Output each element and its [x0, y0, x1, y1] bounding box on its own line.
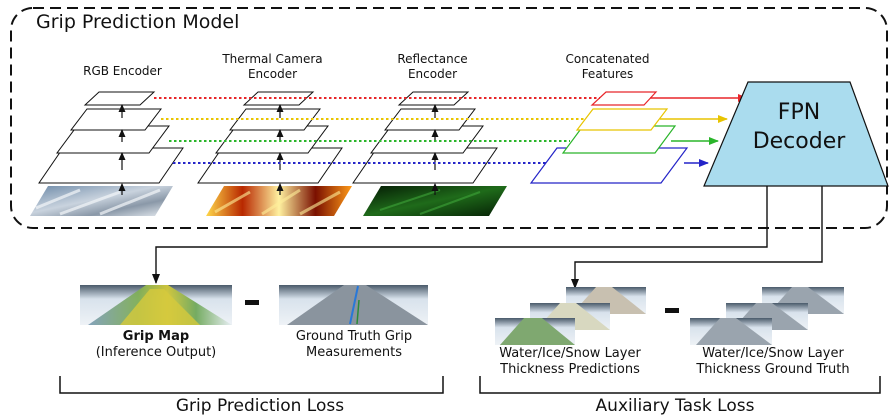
rgb-encoder-label: RGB Encoder	[60, 64, 185, 79]
minus-sign-grip	[245, 300, 259, 305]
thermal-encoder-stack	[197, 91, 352, 216]
concatenated-feature-stack	[529, 91, 689, 184]
ground-truth-grip-image	[279, 285, 428, 325]
grip-map-caption: Grip Map (Inference Output)	[66, 329, 246, 362]
reflectance-encoder-line2: Encoder	[407, 67, 458, 81]
model-boundary	[10, 7, 888, 229]
ground-truth-line1: Ground Truth Grip	[295, 329, 413, 344]
thermal-encoder-line1: Thermal Camera	[222, 52, 323, 66]
layer-ground-truth-caption: Water/Ice/Snow Layer Thickness Ground Tr…	[680, 346, 866, 379]
grip-map-subtitle: (Inference Output)	[95, 345, 217, 361]
grip-prediction-loss-label: Grip Prediction Loss	[175, 396, 345, 416]
layer-ground-truth-line2: Thickness Ground Truth	[696, 362, 850, 378]
thermal-encoder-label: Thermal Camera Encoder	[205, 52, 340, 82]
layer-predictions-line1: Water/Ice/Snow Layer	[499, 346, 641, 361]
layer-predictions-caption: Water/Ice/Snow Layer Thickness Predictio…	[482, 346, 658, 379]
fpn-decoder-block	[703, 81, 889, 187]
reflectance-encoder-line1: Reflectance	[397, 52, 468, 66]
decoder-input-arrows	[650, 94, 748, 167]
rgb-encoder-stack	[30, 91, 184, 216]
auxiliary-task-loss-label: Auxiliary Task Loss	[595, 396, 755, 416]
fpn-decoder-line2: Decoder	[752, 128, 846, 154]
reflectance-encoder-stack	[352, 91, 507, 216]
layer-thickness-predictions-images	[495, 287, 646, 345]
thermal-encoder-line2: Encoder	[247, 67, 298, 81]
minus-sign-auxiliary	[665, 308, 679, 313]
layer-thickness-ground-truth-images	[690, 287, 844, 345]
auxiliary-arrow	[571, 186, 823, 289]
concatenated-features-label: Concatenated Features	[545, 52, 670, 82]
fpn-decoder-label: FPN Decoder	[744, 99, 854, 156]
grip-map-arrow	[152, 186, 768, 284]
ground-truth-caption: Ground Truth Grip Measurements	[268, 329, 440, 362]
concatenated-features-line1: Concatenated	[565, 52, 650, 66]
grip-map-image	[80, 285, 232, 325]
layer-ground-truth-line1: Water/Ice/Snow Layer	[702, 346, 844, 361]
concatenated-features-line2: Features	[581, 67, 634, 81]
grip-loss-bracket	[59, 376, 444, 394]
layer-predictions-line2: Thickness Predictions	[500, 362, 640, 378]
rgb-encoder-text: RGB Encoder	[83, 64, 162, 78]
grip-map-title: Grip Map	[122, 329, 190, 344]
reflectance-encoder-label: Reflectance Encoder	[370, 52, 495, 82]
ground-truth-line2: Measurements	[305, 345, 403, 361]
auxiliary-loss-bracket	[479, 376, 881, 394]
fpn-decoder-line1: FPN	[777, 100, 821, 125]
skip-connections	[154, 97, 600, 164]
diagram-title: Grip Prediction Model	[36, 11, 240, 33]
